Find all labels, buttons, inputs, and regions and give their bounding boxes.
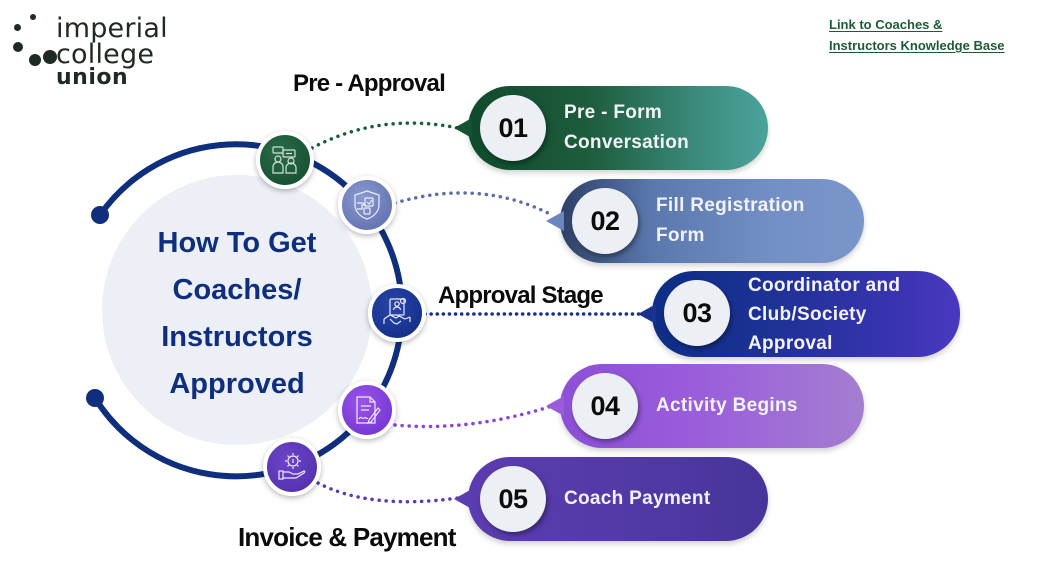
logo-word-imperial: imperial (56, 13, 168, 44)
center-title-line: Instructors (161, 321, 313, 353)
knowledge-base-link[interactable]: Link to Coaches & Instructors Knowledge … (829, 14, 1039, 56)
step-text-line: Form (656, 225, 705, 246)
step-text: Activity Begins (656, 364, 798, 448)
step-number: 03 (664, 280, 730, 346)
step-01-pill: 01 Pre - Form Conversation (454, 86, 768, 170)
step-text-line: Coach Payment (564, 488, 711, 509)
center-title-line: How To Get (157, 227, 317, 259)
step-02-pill: 02 Fill Registration Form (546, 179, 864, 263)
logo-word-college: college (56, 39, 155, 70)
signed-document-icon (356, 396, 381, 424)
logo-dot (13, 42, 23, 52)
step-text: Coordinator and Club/Society Approval (748, 271, 900, 357)
stage-label-invoice-payment: Invoice & Payment (238, 522, 456, 552)
connector-02 (393, 191, 554, 217)
connector-01 (310, 121, 460, 150)
step-number: 05 (480, 466, 546, 532)
step-03-pill: 03 Coordinator and Club/Society Approval (638, 271, 960, 357)
handshake-approval-icon (383, 297, 411, 325)
arc-end-dot-bottom (86, 389, 104, 407)
stage-label-approval-stage: Approval Stage (438, 282, 604, 309)
step-05-pill: 05 Coach Payment (454, 457, 768, 541)
pill-pointer (638, 304, 656, 324)
step-text-line: Pre - Form (564, 102, 663, 123)
step-number: 04 (572, 373, 638, 439)
pill-pointer (454, 118, 472, 138)
step-05-badge (263, 438, 321, 496)
step-04-badge (338, 381, 396, 439)
step-text: Fill Registration Form (656, 179, 805, 263)
logo-word-union: union (56, 65, 129, 90)
center-title-line: Coaches/ (172, 274, 302, 306)
connector-05 (316, 481, 460, 504)
step-03-badge (368, 284, 426, 342)
knowledge-base-link-line2: Instructors Knowledge Base (829, 38, 1005, 53)
center-circle (102, 175, 372, 445)
imperial-college-union-logo: imperial college union (10, 12, 180, 92)
logo-dot (14, 24, 21, 31)
step-text-line: Club/Society (748, 303, 867, 325)
step-text-line: Activity Begins (656, 395, 798, 416)
logo-dot (43, 50, 57, 64)
step-text: Pre - Form Conversation (564, 86, 689, 170)
logo-dot (30, 14, 36, 20)
stage-label-pre-approval: Pre - Approval (293, 70, 446, 97)
payment-hand-icon (278, 453, 306, 480)
step-04-pill: 04 Activity Begins (546, 364, 864, 448)
step-02-badge (338, 176, 396, 234)
pill-pointer (546, 396, 564, 416)
step-text-line: Conversation (564, 132, 690, 153)
pill-pointer (546, 211, 564, 231)
step-text-line: Approval (748, 332, 833, 354)
connector-04 (393, 404, 554, 429)
step-text-line: Fill Registration (656, 195, 805, 216)
conversation-icon (272, 146, 297, 174)
center-title-line: Approved (169, 368, 305, 400)
arc-end-dot-top (91, 206, 109, 224)
step-number: 01 (480, 95, 546, 161)
step-01-badge (256, 131, 314, 189)
step-text: Coach Payment (564, 457, 710, 541)
step-number: 02 (572, 188, 638, 254)
step-text-line: Coordinator and (748, 274, 901, 296)
pill-pointer (454, 489, 472, 509)
registration-form-icon (354, 190, 380, 220)
knowledge-base-link-line1: Link to Coaches & (829, 17, 943, 32)
center-title: How To Get Coaches/ Instructors Approved (102, 220, 372, 408)
logo-dot (29, 54, 41, 66)
